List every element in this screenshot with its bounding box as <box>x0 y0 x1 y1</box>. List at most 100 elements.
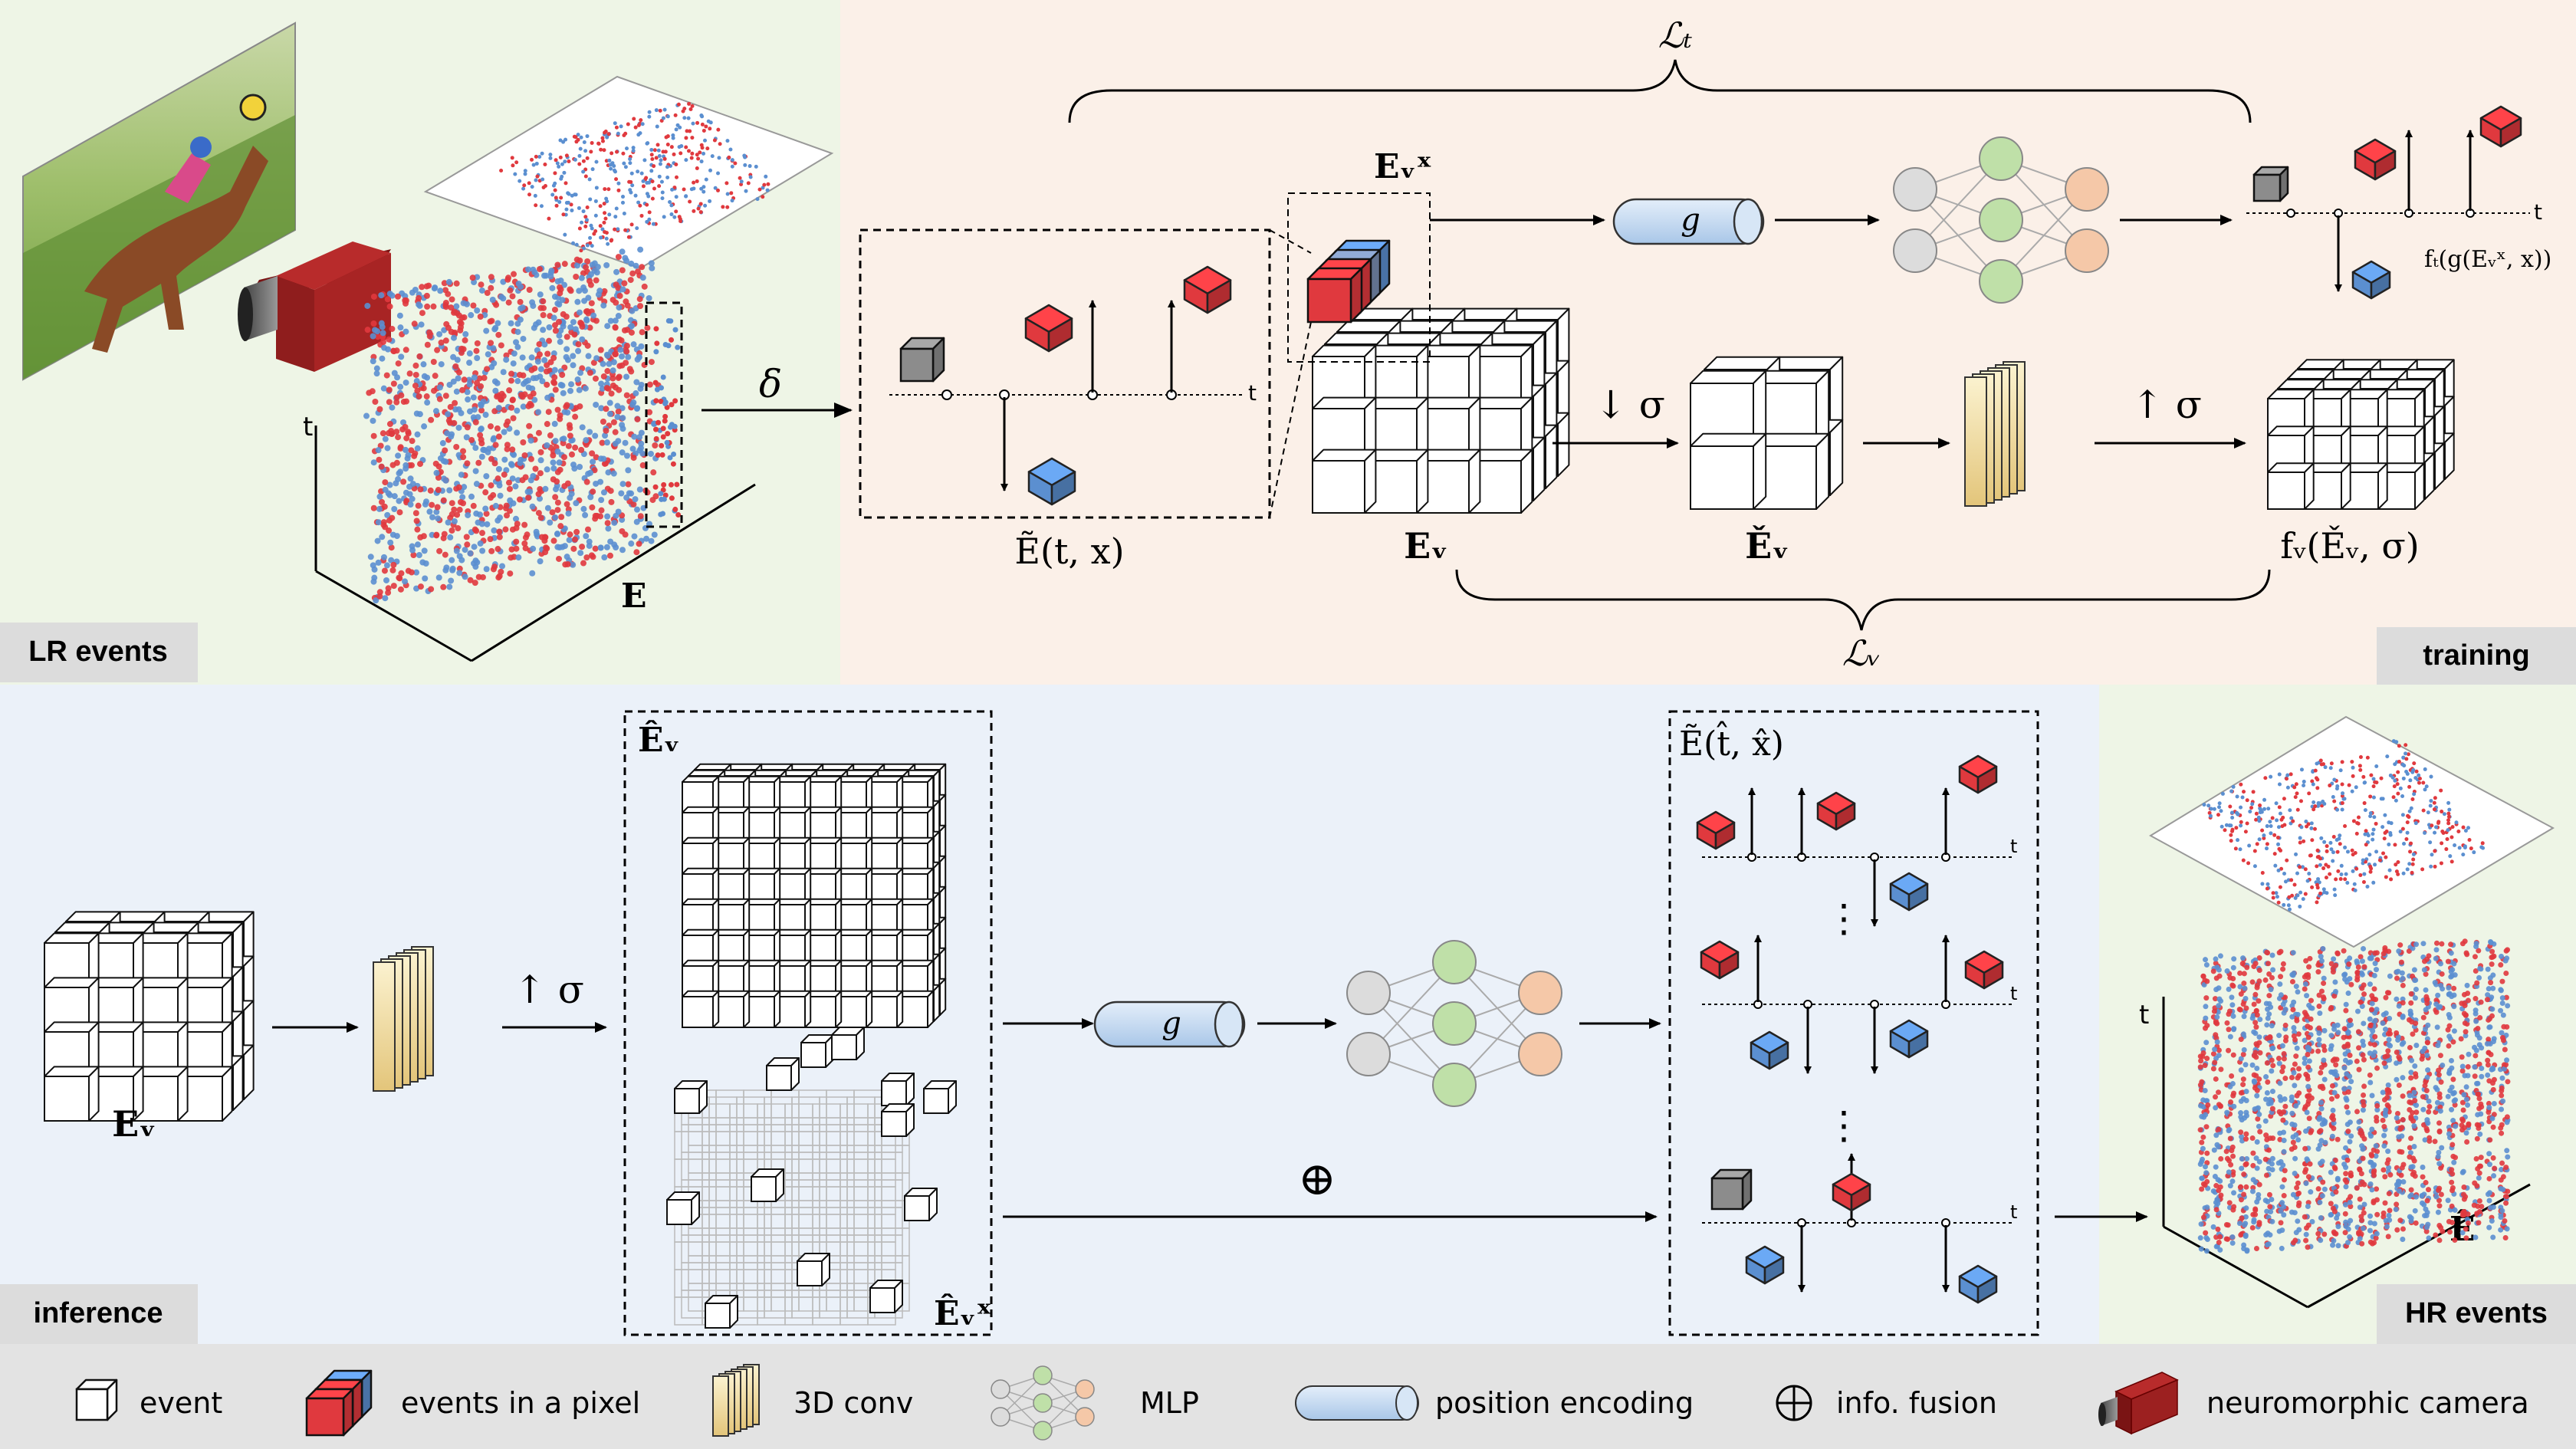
event-point <box>464 389 471 396</box>
ehat-v-grid <box>682 763 947 1028</box>
event-point <box>520 335 527 342</box>
event-point <box>2262 1118 2269 1124</box>
event-point <box>2321 887 2326 892</box>
event-point <box>2249 1224 2256 1230</box>
upsampled-grid-box <box>623 710 993 1336</box>
event-point <box>704 124 708 129</box>
event-point <box>407 501 414 508</box>
event-point <box>376 456 383 463</box>
event-point <box>2226 1008 2233 1014</box>
event-point <box>682 187 686 192</box>
event-point <box>2268 820 2272 824</box>
event-point <box>2466 1051 2472 1057</box>
event-point <box>509 446 516 453</box>
event-point <box>613 299 619 306</box>
event-point <box>605 469 612 476</box>
event-point <box>482 412 489 419</box>
event-point <box>2241 1191 2247 1198</box>
event-point <box>649 147 654 152</box>
event-point <box>438 361 445 368</box>
event-point <box>2330 1107 2336 1113</box>
event-point <box>529 570 536 577</box>
event-point <box>593 317 600 324</box>
event-point <box>508 546 515 553</box>
event-point <box>391 493 398 500</box>
event-point <box>442 477 449 484</box>
event-point <box>612 350 619 357</box>
event-point <box>479 573 486 580</box>
event-point <box>473 347 480 354</box>
event-point <box>2430 823 2434 828</box>
event-point <box>631 433 638 440</box>
event-point <box>519 477 526 484</box>
event-point <box>2491 1101 2497 1107</box>
event-point <box>379 534 386 540</box>
event-point <box>542 485 549 492</box>
event-point <box>2408 1164 2414 1170</box>
event-point <box>2498 1227 2504 1233</box>
event-point <box>2218 1066 2224 1073</box>
event-point <box>2472 968 2479 974</box>
event-point <box>2400 813 2405 817</box>
event-point <box>597 347 604 353</box>
event-point <box>691 121 695 126</box>
event-point <box>424 341 431 348</box>
event-point <box>2461 1000 2467 1006</box>
event-point <box>2252 1106 2258 1112</box>
event-point <box>702 128 706 133</box>
event-point <box>706 119 711 123</box>
event-point <box>2412 1208 2418 1214</box>
event-point <box>658 398 664 404</box>
event-point <box>712 138 717 143</box>
event-point <box>530 302 537 309</box>
event-point <box>647 450 654 457</box>
event-point <box>660 434 666 440</box>
event-point <box>572 536 579 543</box>
event-point <box>585 353 592 360</box>
event-point <box>583 437 590 444</box>
event-point <box>437 288 444 294</box>
event-point <box>2256 815 2261 820</box>
event-point <box>654 340 660 347</box>
event-point <box>2413 941 2420 948</box>
event-point <box>2465 1220 2471 1226</box>
event-point <box>491 435 498 442</box>
event-point <box>703 138 708 143</box>
event-point <box>601 554 608 561</box>
event-point <box>2302 986 2308 992</box>
event-point <box>560 310 567 317</box>
event-point <box>554 158 558 163</box>
event-point <box>2256 967 2262 973</box>
mlp-node <box>1346 1032 1391 1076</box>
mlp-node <box>1893 228 1937 273</box>
event-point <box>481 374 488 381</box>
event-point <box>684 145 688 150</box>
event-point <box>452 363 459 370</box>
event-point <box>2504 1119 2510 1125</box>
event-point <box>586 370 593 376</box>
event-point <box>628 161 632 166</box>
event-point <box>2423 830 2427 835</box>
event-point <box>2202 803 2206 807</box>
event-point <box>2439 971 2445 977</box>
event-point <box>2380 1089 2386 1096</box>
event-point <box>633 506 640 513</box>
event-point <box>2282 872 2287 876</box>
event-point <box>530 185 534 189</box>
negative-event-cube <box>1027 457 1076 506</box>
event-point <box>505 479 512 486</box>
event-point <box>2341 948 2347 954</box>
event-point <box>2401 755 2406 760</box>
event-point <box>548 153 553 157</box>
event-point <box>549 509 556 516</box>
event-point <box>571 241 576 245</box>
event-point <box>2408 849 2413 854</box>
event-point <box>2328 784 2332 788</box>
event-point <box>2361 1083 2367 1089</box>
event-point <box>2318 1128 2324 1134</box>
event-point <box>761 186 765 190</box>
event-point <box>573 273 580 280</box>
event-point <box>658 511 664 518</box>
event-point <box>513 545 520 552</box>
event-point <box>2301 897 2305 902</box>
